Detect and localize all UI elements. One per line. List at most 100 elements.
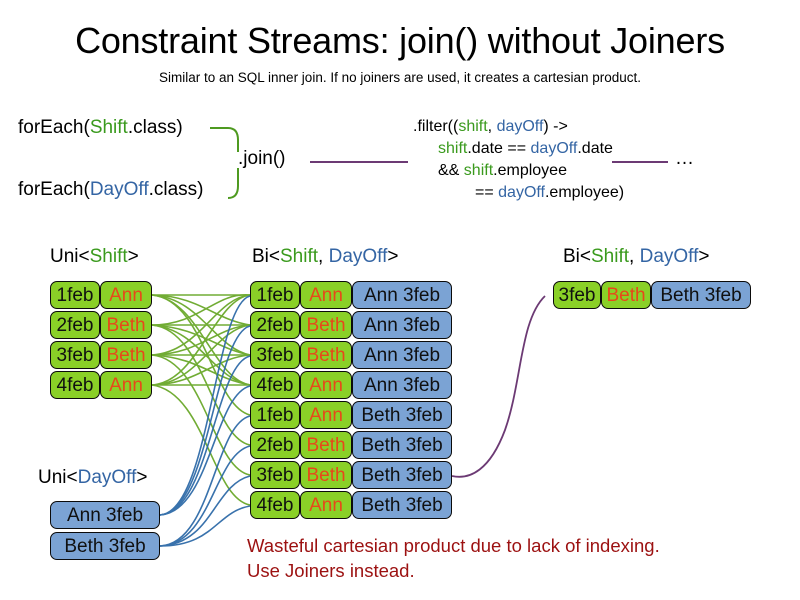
foreach-shift-type: Shift <box>89 117 128 138</box>
pair-card-dayoff[interactable]: Ann 3feb <box>352 371 452 399</box>
shift-employee-text: Ann <box>109 374 143 396</box>
shift-employee-text: Beth <box>106 344 146 366</box>
pair-card-employee[interactable]: Beth <box>300 341 352 369</box>
filter-l3-tail: .employee <box>493 162 567 179</box>
bi-middle-prefix: Bi< <box>252 246 280 267</box>
pair-card-date[interactable]: 1feb <box>250 281 300 309</box>
pair-card-date[interactable]: 2feb <box>250 431 300 459</box>
join-label: .join() <box>238 148 286 169</box>
pair-employee-text: Ann <box>309 284 343 306</box>
shift-date-text: 2feb <box>56 314 94 336</box>
shift-card-employee[interactable]: Ann <box>100 371 152 399</box>
pair-date-text: 2feb <box>256 434 294 456</box>
shift-card-date[interactable]: 3feb <box>50 341 100 369</box>
shift-card-date[interactable]: 2feb <box>50 311 100 339</box>
pair-card-employee[interactable]: Beth <box>300 311 352 339</box>
pair-card-dayoff[interactable]: Beth 3feb <box>352 491 452 519</box>
pair-card-date[interactable]: 2feb <box>250 311 300 339</box>
pair-date-text: 1feb <box>256 404 294 426</box>
uni-shift-prefix: Uni< <box>50 246 90 267</box>
pair-employee-text: Beth <box>306 344 346 366</box>
shift-card-date[interactable]: 4feb <box>50 371 100 399</box>
pair-card-employee[interactable]: Beth <box>300 431 352 459</box>
pair-date-text: 4feb <box>256 494 294 516</box>
result-dayoff-text: Beth 3feb <box>660 284 742 306</box>
pair-card-employee[interactable]: Ann <box>300 491 352 519</box>
foreach-dayoff-code: forEach(DayOff.class) <box>18 179 204 201</box>
pair-card-employee[interactable]: Beth <box>300 461 352 489</box>
pair-date-text: 3feb <box>256 464 294 486</box>
filter-l2-dayoff: dayOff <box>530 140 578 157</box>
bi-middle-type2: DayOff <box>328 246 388 267</box>
bi-middle-suffix: > <box>387 246 399 267</box>
pair-dayoff-text: Beth 3feb <box>361 464 443 486</box>
pair-card-dayoff[interactable]: Beth 3feb <box>352 461 452 489</box>
filter-l2-shift: shift <box>438 140 468 157</box>
shift-card-employee[interactable]: Beth <box>100 311 152 339</box>
dayoff-card[interactable]: Beth 3feb <box>50 532 160 560</box>
stream-label-uni-shift: Uni<Shift> <box>50 246 139 268</box>
bi-middle-sep: , <box>318 246 329 267</box>
pair-dayoff-text: Beth 3feb <box>361 434 443 456</box>
filter-l4-tail: .employee) <box>544 184 625 201</box>
filter-l3-shift: shift <box>463 162 494 179</box>
pair-card-dayoff[interactable]: Ann 3feb <box>352 311 452 339</box>
stream-label-bi-result: Bi<Shift, DayOff> <box>563 246 709 268</box>
filter-comma: , <box>487 118 497 135</box>
shift-card-employee[interactable]: Beth <box>100 341 152 369</box>
pair-card-dayoff[interactable]: Beth 3feb <box>352 401 452 429</box>
pair-dayoff-text: Beth 3feb <box>361 494 443 516</box>
pair-card-dayoff[interactable]: Ann 3feb <box>352 341 452 369</box>
pair-card-employee[interactable]: Ann <box>300 281 352 309</box>
foreach-dayoff-prefix: forEach( <box>18 179 90 200</box>
shift-date-text: 4feb <box>56 374 94 396</box>
pair-dayoff-text: Ann 3feb <box>363 374 441 396</box>
pair-card-dayoff[interactable]: Ann 3feb <box>352 281 452 309</box>
pair-dayoff-text: Ann 3feb <box>363 314 441 336</box>
pair-date-text: 1feb <box>256 284 294 306</box>
bi-result-prefix: Bi< <box>563 246 591 267</box>
pair-employee-text: Ann <box>309 374 343 396</box>
filter-line-1: .filter((shift, dayOff) -> <box>413 118 568 135</box>
shift-card-employee[interactable]: Ann <box>100 281 152 309</box>
pair-card-date[interactable]: 3feb <box>250 341 300 369</box>
bi-result-type1: Shift <box>591 246 630 267</box>
pair-card-date[interactable]: 3feb <box>250 461 300 489</box>
result-card-dayoff[interactable]: Beth 3feb <box>651 281 751 309</box>
result-employee-text: Beth <box>606 284 646 306</box>
warning-line-1: Wasteful cartesian product due to lack o… <box>247 535 660 556</box>
bi-result-sep: , <box>629 246 640 267</box>
foreach-shift-suffix: .class) <box>127 117 183 138</box>
bi-result-type2: DayOff <box>639 246 699 267</box>
shift-date-text: 3feb <box>56 344 94 366</box>
stream-label-uni-dayoff: Uni<DayOff> <box>38 467 148 489</box>
foreach-dayoff-type: DayOff <box>89 179 149 200</box>
bi-middle-type1: Shift <box>280 246 319 267</box>
filter-param-dayoff: dayOff <box>496 118 544 135</box>
filter-open: .filter(( <box>413 118 459 135</box>
pair-employee-text: Beth <box>306 314 346 336</box>
filter-line-2: shift.date == dayOff.date <box>413 138 624 160</box>
foreach-dayoff-suffix: .class) <box>148 179 204 200</box>
result-card-date[interactable]: 3feb <box>553 281 601 309</box>
pair-employee-text: Ann <box>309 494 343 516</box>
uni-shift-suffix: > <box>127 246 139 267</box>
filter-line-4: == dayOff.employee) <box>413 182 624 204</box>
filter-code-block: .filter((shift, dayOff) -> shift.date ==… <box>413 116 624 204</box>
pair-card-dayoff[interactable]: Beth 3feb <box>352 431 452 459</box>
pair-card-employee[interactable]: Ann <box>300 401 352 429</box>
pair-card-date[interactable]: 4feb <box>250 371 300 399</box>
pair-date-text: 3feb <box>256 344 294 366</box>
pair-card-date[interactable]: 4feb <box>250 491 300 519</box>
pair-card-date[interactable]: 1feb <box>250 401 300 429</box>
shift-card-date[interactable]: 1feb <box>50 281 100 309</box>
result-card-employee[interactable]: Beth <box>601 281 651 309</box>
uni-dayoff-prefix: Uni< <box>38 467 78 488</box>
dayoff-text: Ann 3feb <box>66 504 144 526</box>
pair-card-employee[interactable]: Ann <box>300 371 352 399</box>
shift-employee-text: Beth <box>106 314 146 336</box>
dayoff-card[interactable]: Ann 3feb <box>50 501 160 529</box>
filter-line-3: && shift.employee <box>413 160 624 182</box>
result-date-text: 3feb <box>558 284 596 306</box>
